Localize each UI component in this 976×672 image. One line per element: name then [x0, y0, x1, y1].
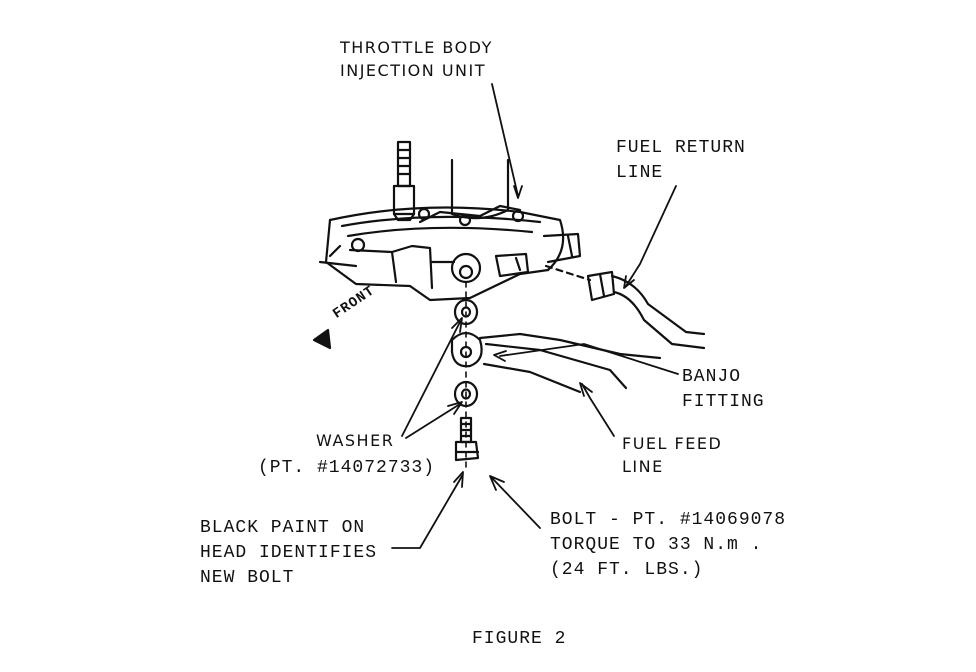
throttle-body-unit — [318, 158, 565, 302]
label-fuel-feed-line: FUEL FEED LINE — [622, 432, 722, 478]
figure-caption: FIGURE 2 — [472, 629, 567, 649]
label-line: (24 FT. LBS.) — [550, 560, 704, 580]
leader-lines — [391, 83, 679, 549]
label-bolt: BOLT - PT. #14069078 TORQUE TO 33 N.m . … — [550, 508, 786, 583]
label-line: HEAD IDENTIFIES — [200, 543, 378, 563]
front-arrow — [312, 328, 332, 350]
label-line: FITTING — [682, 392, 765, 412]
lower-washer — [453, 380, 479, 408]
label-washer-part: (PT. #14072733) — [258, 458, 436, 478]
label-black-paint: BLACK PAINT ON HEAD IDENTIFIES NEW BOLT — [200, 516, 377, 591]
label-line: NEW BOLT — [200, 568, 295, 588]
label-line: THROTTLE BODY — [340, 38, 493, 57]
label-line: FUEL RETURN — [616, 138, 746, 158]
label-line: BLACK PAINT ON — [200, 518, 366, 538]
label-line: BOLT - PT. #14069078 — [550, 510, 787, 530]
banjo-fitting-shape — [450, 331, 662, 394]
bolt-shape — [454, 416, 480, 462]
label-line: BANJO — [682, 367, 742, 387]
mounting-stud — [392, 140, 416, 222]
label-line: WASHER — [316, 431, 395, 450]
label-throttle-body: THROTTLE BODY INJECTION UNIT — [340, 36, 493, 82]
bolt-stack — [450, 281, 662, 471]
label-line: LINE — [616, 163, 664, 183]
label-line: FUEL FEED — [622, 434, 723, 453]
label-line: INJECTION UNIT — [340, 61, 486, 80]
label-washer: WASHER — [316, 428, 394, 454]
label-fuel-return-line: FUEL RETURN LINE — [616, 136, 746, 186]
fuel-return-line — [542, 232, 706, 350]
upper-washer — [453, 298, 479, 326]
label-banjo-fitting: BANJO FITTING — [682, 365, 765, 415]
label-line: TORQUE TO 33 N.m . — [550, 535, 763, 555]
label-line: LINE — [622, 457, 664, 476]
